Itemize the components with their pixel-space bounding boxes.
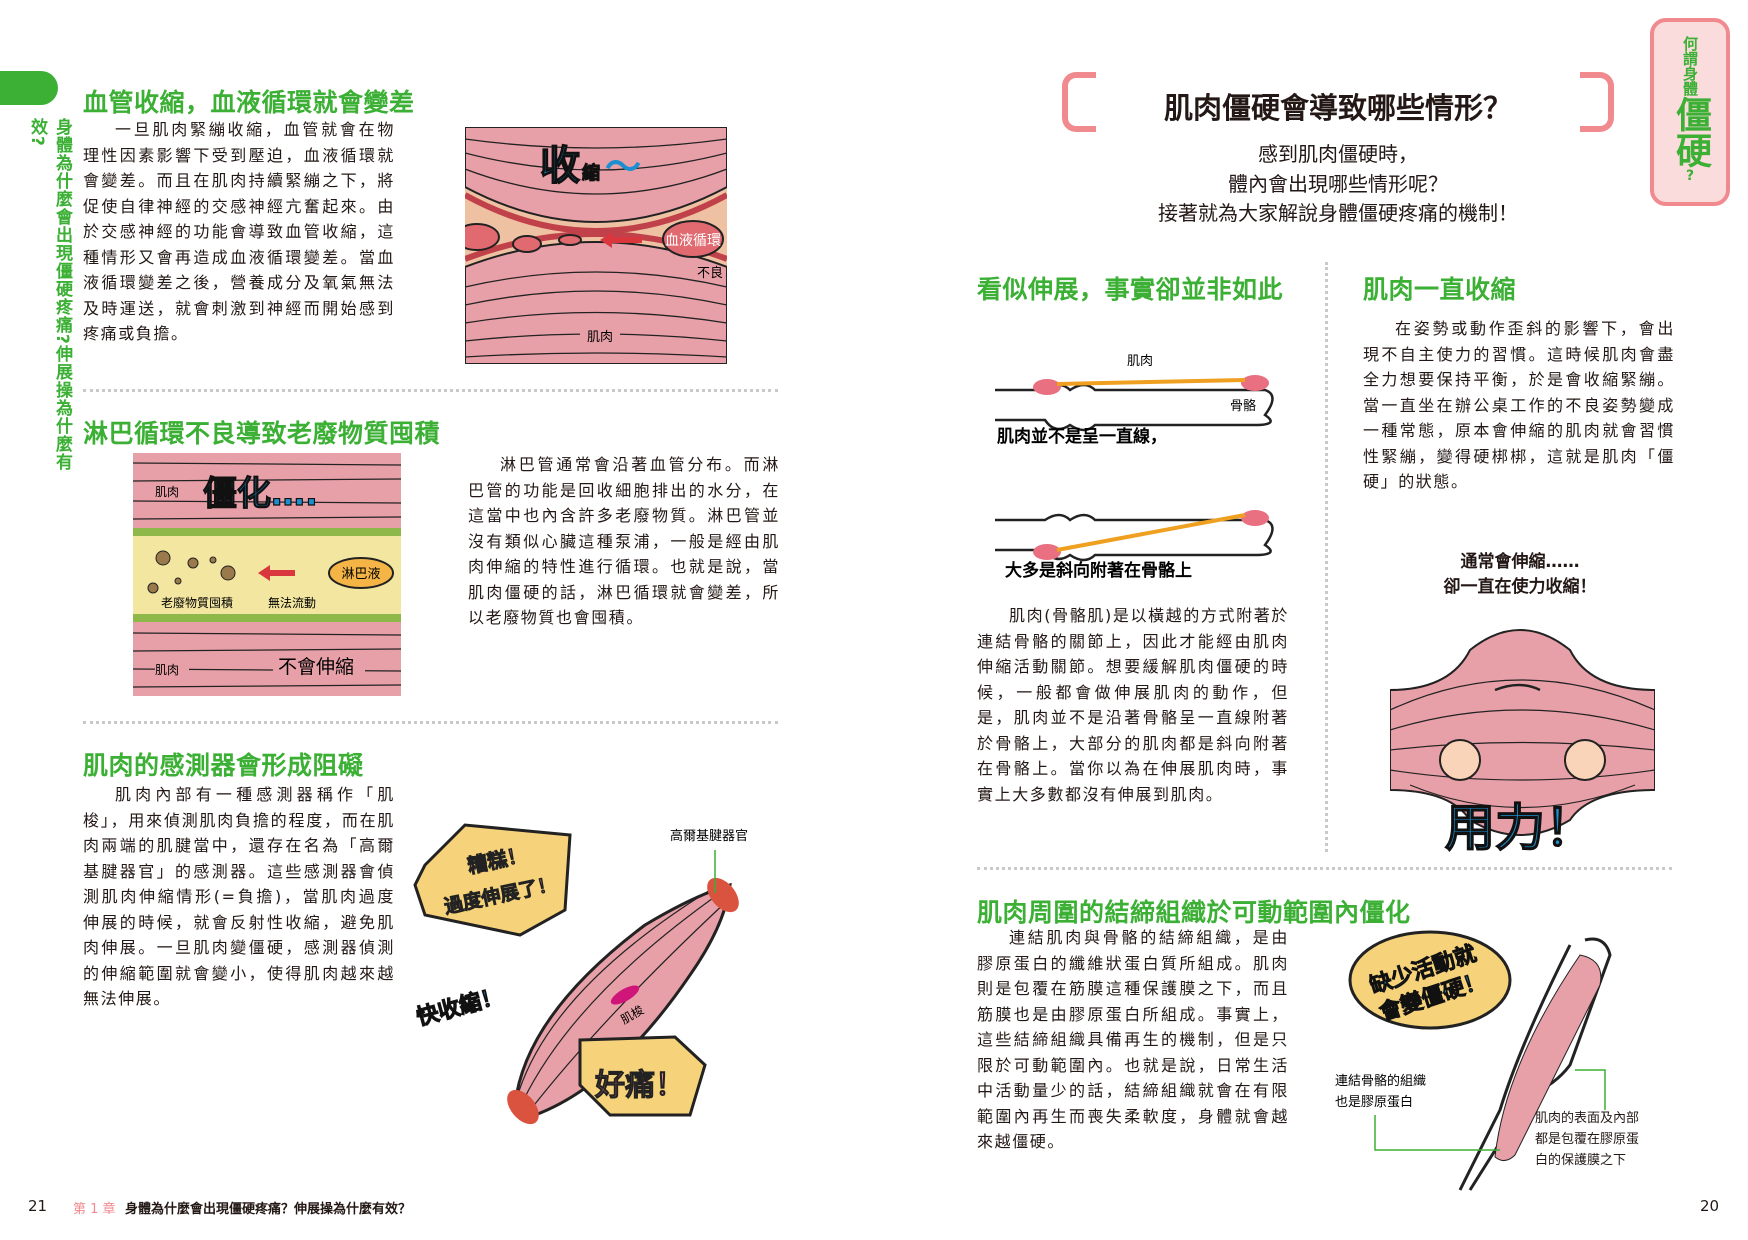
divider [83,721,778,724]
side-tab-big: 僵硬 [1670,96,1711,168]
caption-not-straight: 肌肉並不是呈一直線， [997,426,1167,447]
side-tab-small: 何謂身體 [1681,36,1699,96]
label-bone-tissue-2: 也是膠原蛋白 [1335,1094,1413,1110]
section-heading-stretch: 看似伸展，事實卻並非如此 [977,275,1284,304]
figure-muscle-straining: 用力！ [1390,629,1655,858]
footer-chapter-label: 第 1 章 [73,1202,116,1217]
intro-line: 接著就為大家解說身體僵硬疼痛的機制！ [1158,201,1518,225]
bubble-blood-circulation: 血液循環 [665,233,721,249]
figure-blood-vessel-constriction: 血液循環 不良 收 縮 〜 肌肉 [465,127,727,364]
label-fascia-line: 白的保護膜之下 [1535,1153,1627,1168]
section-heading-lymph: 淋巴循環不良導致老廢物質囤積 [83,419,441,448]
intro-line: 感到肌肉僵硬時， [1258,142,1418,166]
shout-contract: 快收縮！ [414,983,506,1031]
flex-caption-line: 卻一直在使力收縮！ [1443,577,1597,597]
divider [83,389,778,392]
side-tab-question: ? [1685,168,1695,184]
side-tab: 何謂身體 僵硬 ? [1650,18,1730,206]
label-fascia-line: 都是包覆在膠原蛋 [1535,1132,1640,1147]
section-heading-sensor: 肌肉的感測器會形成阻礙 [83,751,364,780]
flex-caption-line: 通常會伸縮…… [1460,552,1580,572]
figure-muscle-bone-attachment: 肌肉 骨骼 肌肉並不是呈一直線， 大多是斜向附著在骨骼上 [995,354,1274,581]
figure-connective-tissue: 缺少活動就 會變僵硬！ 連結骨骼的組織 也是膠原蛋白 [1335,930,1612,1191]
label-stiffen: 僵化…. [203,474,318,514]
section-body-connective: 連結肌肉與骨骼的結締組織，是由膠原蛋白的纖維狀蛋白質所組成。肌肉則是包覆在筋膜這… [977,928,1289,1151]
section-heading-connective: 肌肉周圍的結締組織於可動範圍內僵化 [977,898,1411,927]
bubble-ouch: 好痛！ [594,1068,685,1103]
label-contract-small: 縮 [582,162,600,184]
footer-page-number-left: 21 [28,1197,48,1215]
section-heading-contract: 肌肉一直收縮 [1363,275,1517,304]
label-no-stretch: 不會伸縮 [278,656,354,678]
section-body-stretch: 肌肉(骨骼肌)是以橫越的方式附著於連結骨骼的關節上，因此才能經由肌肉伸縮活動關節… [977,606,1289,804]
label-tilde: 〜 [605,147,641,188]
label-muscle-top: 肌肉 [155,485,179,499]
label-muscle: 肌肉 [587,330,613,345]
divider [977,867,1672,870]
figure-lymph-stagnation: 淋巴液 老廢物質囤積 無法流動 肌肉 僵化…. 肌肉 不會伸縮 [133,453,401,696]
label-contract-big: 收 [540,143,580,189]
section-body-blood: 一旦肌肉緊繃收縮，血管就會在物理性因素影響下受到壓迫，血液循環就會變差。而且在肌… [83,120,395,343]
flex-caption: 通常會伸縮…… 卻一直在使力收縮！ [1400,550,1640,600]
footer-page-number-right: 20 [1700,1197,1720,1215]
label-bone-tissue-1: 連結骨骼的組織 [1335,1073,1426,1089]
label-fascia: 肌肉的表面及內部 都是包覆在膠原蛋 白的保護膜之下 [1535,1108,1639,1171]
label-muscle: 肌肉 [1127,354,1153,369]
label-poor: 不良 [697,265,723,281]
shout-strain: 用力！ [1445,799,1595,857]
label-noflow: 無法流動 [268,595,316,610]
chapter-tab-marker [0,71,58,105]
bubble-lymph-fluid: 淋巴液 [341,567,380,582]
side-vertical-title: 身體為什麼會出現僵硬疼痛?伸展操為什麼有效? [27,118,72,471]
caption-diagonal: 大多是斜向附著在骨骼上 [1005,560,1192,581]
label-fascia-line: 肌肉的表面及內部 [1535,1111,1640,1126]
section-body-lymph: 淋巴管通常會沿著血管分布。而淋巴管的功能是回收細胞排出的水分，在這當中也內含許多… [468,455,780,627]
label-bone: 骨骼 [1230,398,1256,414]
title-bracket-left [1062,72,1096,132]
footer-chapter-title: 身體為什麼會出現僵硬疼痛？伸展操為什麼有效？ [125,1202,412,1217]
label-waste: 老廢物質囤積 [161,595,233,610]
intro-line: 體內會出現哪些情形呢？ [1228,171,1448,196]
figure-muscle-spindle-comic: 糟糕！ 過度伸展了！ 快收縮！ 肌梭 高爾基腱器官 好痛！ [413,823,748,1125]
intro-text: 感到肌肉僵硬時， 體內會出現哪些情形呢？ 接著就為大家解說身體僵硬疼痛的機制！ [1096,140,1580,229]
label-muscle-bottom: 肌肉 [155,663,179,677]
title-bracket-right [1580,72,1614,132]
column-divider [1325,262,1328,852]
label-golgi: 高爾基腱器官 [670,828,748,844]
section-heading-blood: 血管收縮，血液循環就會變差 [83,88,415,117]
section-body-contract: 在姿勢或動作歪斜的影響下，會出現不自主使力的習慣。這時候肌肉會盡全力想要保持平衡… [1363,319,1675,491]
section-body-sensor: 肌肉內部有一種感測器稱作「肌梭」，用來偵測肌肉負擔的程度，而在肌肉兩端的肌腱當中… [83,785,395,1008]
page-title: 肌肉僵硬會導致哪些情形？ [1163,91,1512,125]
